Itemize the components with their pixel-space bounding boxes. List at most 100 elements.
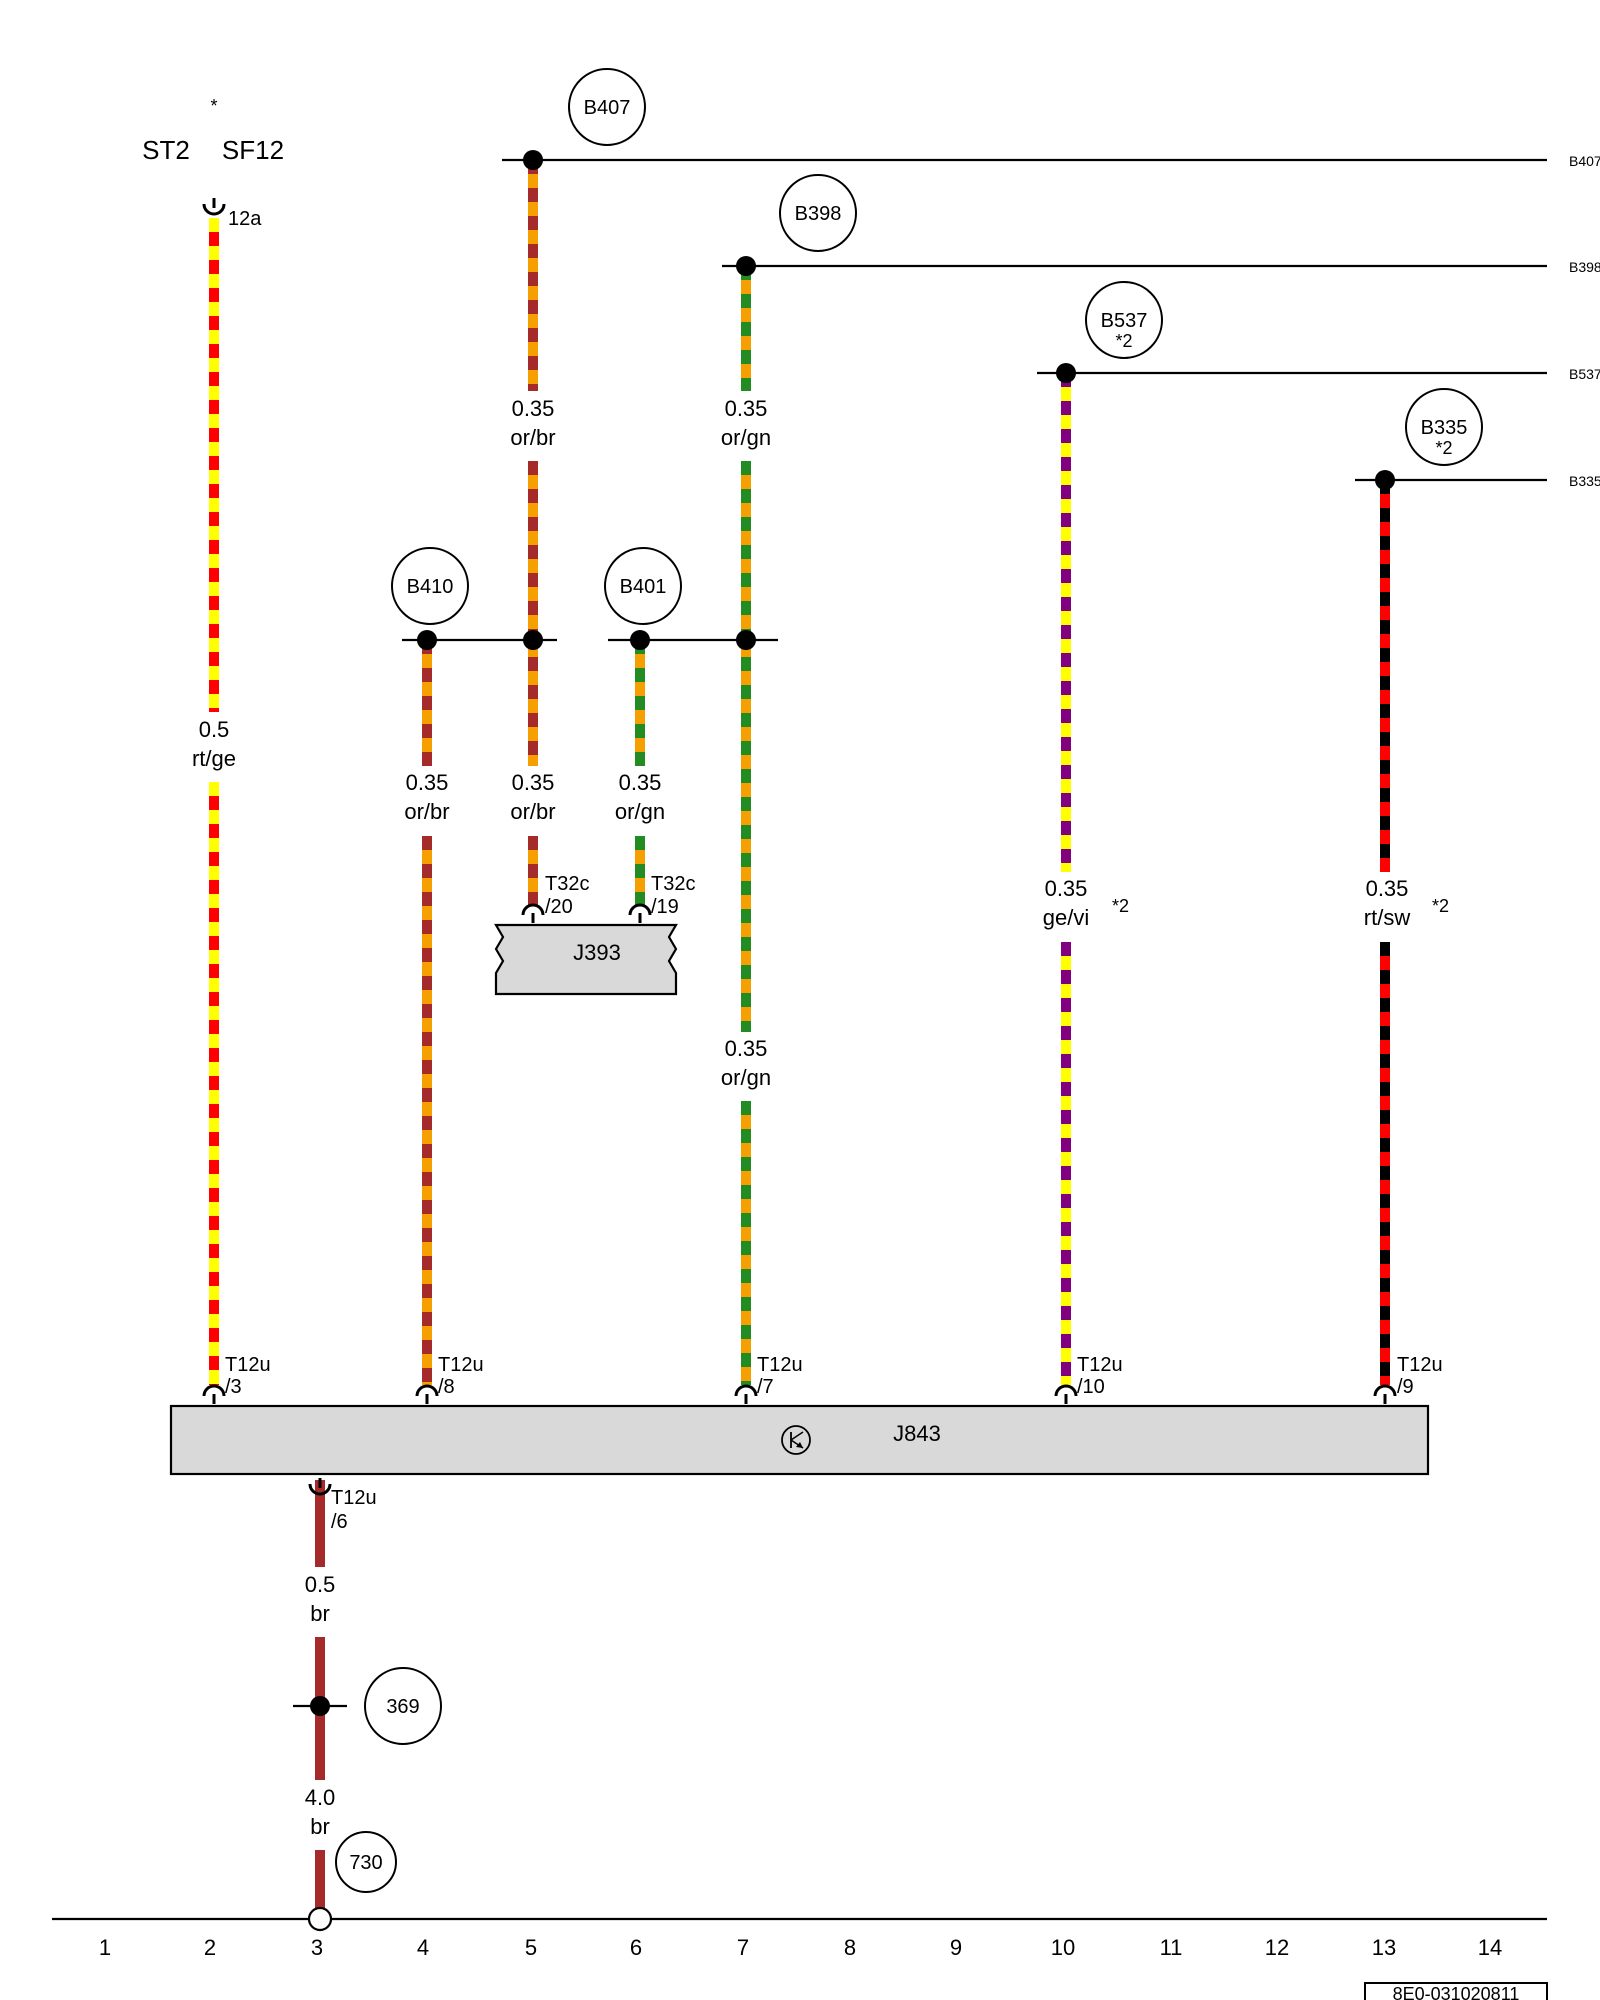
grid-number: 6 — [630, 1935, 642, 1960]
grid-number: 13 — [1372, 1935, 1396, 1960]
ref-circle-b398 — [779, 174, 857, 252]
wire-label-w10: 0.35 ge/vi *2 — [1043, 876, 1129, 930]
connector-name: T12u — [225, 1354, 271, 1376]
ref-circle-b335 — [1405, 388, 1483, 466]
ref-label-b398: B398 — [795, 203, 842, 225]
ref-label-730: 730 — [349, 1852, 382, 1874]
wire-note: *2 — [1112, 896, 1129, 916]
components: J843 J393 — [169, 923, 1430, 1476]
connector-c5: T32c /20 — [545, 873, 589, 918]
reference-circles: B407 B398 B537 *2 B335 *2 B410 B401 369 … — [335, 68, 1483, 1893]
wire-label-w3a: 0.5 br — [305, 1572, 336, 1626]
connector-pin: /20 — [545, 896, 573, 918]
connector-pin-symbol — [202, 198, 226, 216]
wire-size: 0.35 — [725, 396, 768, 421]
grid-number: 5 — [525, 1935, 537, 1960]
wire-color: or/br — [510, 425, 555, 450]
connector-pins — [202, 198, 1397, 1496]
ref-circle-b537 — [1085, 281, 1163, 359]
connector-pin: /7 — [757, 1376, 774, 1398]
drawing-id: 8E0-031020811 — [1393, 1984, 1520, 2000]
node-b335 — [1375, 470, 1395, 490]
ground-point — [307, 1906, 333, 1932]
grid-number: 7 — [737, 1935, 749, 1960]
ref-label-b410: B410 — [407, 576, 454, 598]
ref-label-b335: B335 — [1421, 417, 1468, 439]
grid-number: 1 — [99, 1935, 111, 1960]
connector-name: T32c — [545, 873, 589, 895]
connector-pin-symbol — [1054, 1384, 1078, 1404]
wire-color: or/gn — [721, 1065, 771, 1090]
wire-size: 0.35 — [1045, 876, 1088, 901]
grid-number: 9 — [950, 1935, 962, 1960]
wire-size: 0.35 — [725, 1036, 768, 1061]
component-label-j393: J393 — [573, 940, 621, 965]
wire-size: 0.5 — [199, 717, 230, 742]
wire-size: 0.5 — [305, 1572, 336, 1597]
wire-label-w7b: 0.35 or/gn — [721, 1036, 771, 1090]
ref-circle-b407 — [568, 68, 646, 146]
connector-pin-symbol — [1373, 1384, 1397, 1404]
grid-numbers: 1 2 3 4 5 6 7 8 9 10 11 12 13 14 — [99, 1935, 1502, 1960]
node-b401-right — [736, 630, 756, 650]
connector-c6: T32c /19 — [651, 873, 695, 918]
connector-pin-symbol — [415, 1384, 439, 1404]
fuse-pin-label: 12a — [228, 208, 262, 230]
wire-color: or/gn — [721, 425, 771, 450]
wire-size: 0.35 — [619, 770, 662, 795]
transistor-symbol — [781, 1425, 811, 1455]
bus-end-b407: B407 — [1569, 153, 1600, 169]
node-369 — [310, 1696, 330, 1716]
connector-name: T12u — [1077, 1354, 1123, 1376]
connector-name: T12u — [331, 1487, 377, 1509]
control-unit-j843 — [169, 1404, 1430, 1476]
grid-number: 14 — [1478, 1935, 1502, 1960]
node-b410-left — [417, 630, 437, 650]
wire-color: or/br — [404, 799, 449, 824]
wires — [209, 160, 1390, 1908]
wire-size: 0.35 — [512, 770, 555, 795]
ground-bus — [52, 1906, 1547, 1932]
ref-circle-b410 — [391, 547, 469, 625]
connector-name: T32c — [651, 873, 695, 895]
wire-size: 0.35 — [512, 396, 555, 421]
connector-pin-symbol — [628, 903, 652, 923]
bus-end-b335: B335 — [1569, 473, 1600, 489]
wire-size: 0.35 — [406, 770, 449, 795]
connector-pin: /9 — [1397, 1376, 1414, 1398]
connector-c10: T12u /10 — [1077, 1354, 1123, 1398]
grid-number: 2 — [204, 1935, 216, 1960]
ref-circle-b401 — [604, 547, 682, 625]
fuse-label-st2: ST2 — [142, 135, 190, 165]
node-b401-left — [630, 630, 650, 650]
wire-color: or/br — [510, 799, 555, 824]
component-label-j843: J843 — [893, 1421, 941, 1446]
connector-pin: /19 — [651, 896, 679, 918]
fuse-label-sf12: SF12 — [222, 135, 284, 165]
bus-end-b398: B398 — [1569, 259, 1600, 275]
connector-pin: /10 — [1077, 1376, 1105, 1398]
grid-number: 12 — [1265, 1935, 1289, 1960]
ref-label-369: 369 — [386, 1696, 419, 1718]
wire-label-w5a: 0.35 or/br — [510, 396, 555, 450]
wire-labels: 0.5 rt/ge 0.35 or/br 0.35 or/gn 0.35 or/… — [192, 396, 1449, 1839]
connector-name: T12u — [438, 1354, 484, 1376]
wire-label-w4: 0.35 or/br — [404, 770, 449, 824]
wire-color: rt/ge — [192, 746, 236, 771]
grid-number: 8 — [844, 1935, 856, 1960]
wire-color: rt/sw — [1364, 905, 1411, 930]
wire-size: 4.0 — [305, 1785, 336, 1810]
wire-color: br — [310, 1814, 330, 1839]
connector-c4: T12u /8 — [438, 1354, 484, 1398]
wire-label-w7a: 0.35 or/gn — [721, 396, 771, 450]
node-b410-right — [523, 630, 543, 650]
wire-label-w3b: 4.0 br — [305, 1785, 336, 1839]
connector-labels: T12u /3 T12u /8 T12u /7 T12u /10 T12u /9… — [225, 873, 1443, 1533]
connector-pin-symbol — [202, 1384, 226, 1404]
drawing-id-box: 8E0-031020811 — [1364, 1982, 1548, 2000]
ref-circle-369 — [364, 1667, 442, 1745]
grid-number: 4 — [417, 1935, 429, 1960]
connector-name: T12u — [757, 1354, 803, 1376]
connector-pin: /6 — [331, 1511, 348, 1533]
